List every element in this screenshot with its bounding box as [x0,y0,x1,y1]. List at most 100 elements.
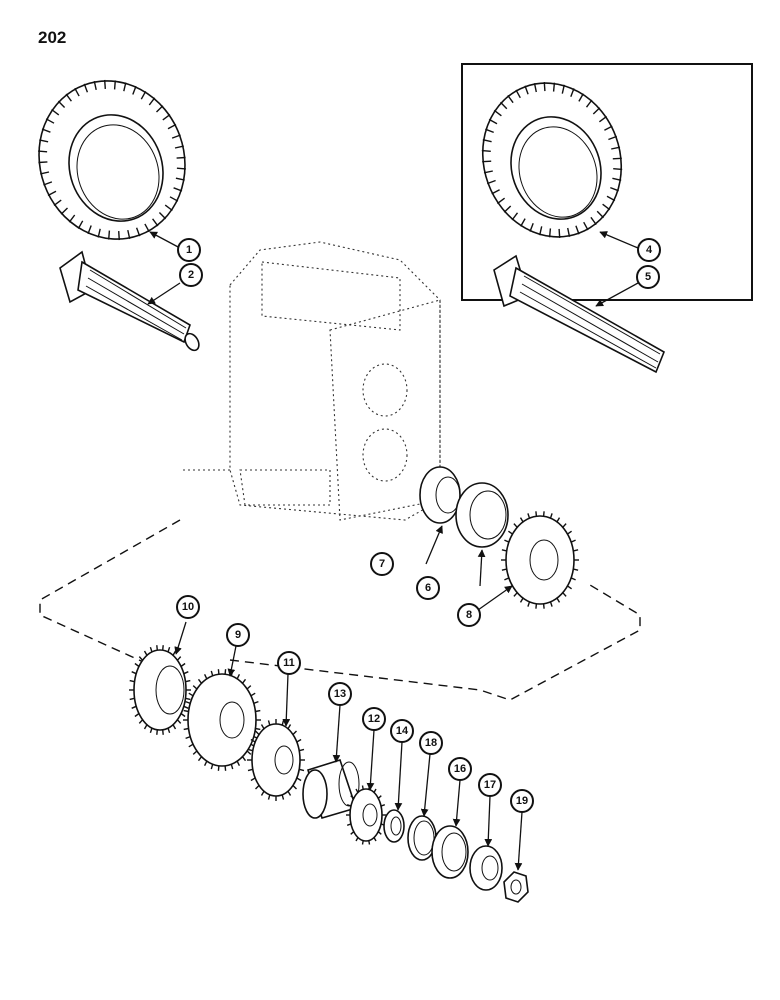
gear-tooth [171,134,181,139]
gear-tooth [172,650,177,656]
pinion-shaft-5 [493,254,666,374]
gear-tooth [129,679,135,683]
gear-tooth [241,756,247,762]
gear-tooth [529,222,534,232]
gear-tooth [570,539,576,543]
svg-text:14: 14 [396,725,409,737]
gear-tooth [185,679,191,683]
gear-tooth [172,724,177,730]
gear-tooth [132,85,137,95]
gear-tooth [180,712,186,718]
svg-text:8: 8 [466,609,472,621]
gear-tooth [570,577,576,581]
gear-tooth [104,79,106,89]
gear-tooth [183,705,189,709]
gear-tooth [573,568,579,571]
svg-text:2: 2 [188,269,194,281]
gear-tooth [355,837,359,842]
gear-tooth [590,216,597,226]
gear-tooth [246,750,252,755]
gear-tooth [533,83,537,93]
gear-tooth [281,720,285,726]
gear-tooth [519,597,524,603]
bearing-cone-7 [419,466,461,524]
gear-tooth [292,730,297,735]
gear-tooth [493,109,502,117]
gear-tooth [149,727,153,734]
gear-tooth [47,190,57,197]
gear-tooth [558,228,561,238]
gear-tooth [561,84,565,94]
gear-tooth [127,229,131,240]
bearing-cone-17 [469,845,503,891]
gear-tooth [203,673,208,680]
svg-text:12: 12 [368,713,380,725]
svg-text:10: 10 [182,601,194,613]
gear-tooth [224,765,227,771]
svg-text:16: 16 [454,763,466,775]
gear-tooth [368,840,371,845]
gear-tooth [503,205,512,213]
gear-tooth [549,601,553,607]
gear-tooth [562,523,567,528]
gear-tooth [250,777,256,782]
gear-tooth [203,760,208,767]
callout-14: 14 [390,719,414,743]
gear-tooth [608,135,618,141]
gear-tooth [129,697,135,701]
gear-tooth [483,170,493,174]
gear-tooth [520,218,526,227]
gear-tooth [346,804,352,807]
gear-tooth [604,125,613,131]
gear-tooth [39,139,49,143]
gear-tooth [299,768,305,772]
gear-tooth [162,114,171,121]
gear-tooth [567,530,573,535]
gear-tooth [241,678,247,684]
gear-tooth [361,840,364,845]
gear-tooth [598,115,608,123]
gear-tooth [68,214,76,223]
gear-tooth [148,97,156,106]
gear-tooth [519,517,524,523]
gear-tooth [123,82,127,92]
gear-tooth [236,673,241,680]
gear-tooth [143,650,148,656]
svg-text:18: 18 [425,737,437,749]
gear-tooth [156,645,158,651]
gear-tooth [138,719,144,724]
gear-tooth [188,743,194,748]
svg-text:1: 1 [186,244,192,256]
gear-tooth [183,727,189,731]
gear-tooth [488,118,498,125]
nut-19 [503,871,529,903]
gear-tooth [152,218,159,227]
gear-tooth [350,795,355,799]
leader-lines [147,231,639,871]
callout-7: 7 [370,552,394,576]
gear-tooth [255,709,261,713]
gear-tooth [575,225,580,235]
gear-tooth [217,669,220,675]
bearing-cup-16 [431,825,469,879]
gear-tooth [144,223,150,233]
gear-tooth [65,93,72,102]
gear-tooth [118,231,120,241]
gear-tooth [83,83,89,93]
gear-tooth [267,720,271,726]
gear-tooth [485,128,494,134]
gear-tooth [183,671,189,675]
gear-tooth [247,768,253,772]
gear-tooth [612,177,622,181]
gear-tooth [585,99,593,108]
gear-tooth [176,167,186,170]
gear-tooth [250,738,256,743]
gear-tooth [361,785,364,790]
gear-tooth [260,790,265,796]
callout-9: 9 [226,623,250,647]
svg-text:7: 7 [379,558,385,570]
gear-tooth [185,697,191,701]
gear-tooth [377,795,382,799]
svg-text:11: 11 [283,657,295,669]
callout-12: 12 [362,707,386,731]
